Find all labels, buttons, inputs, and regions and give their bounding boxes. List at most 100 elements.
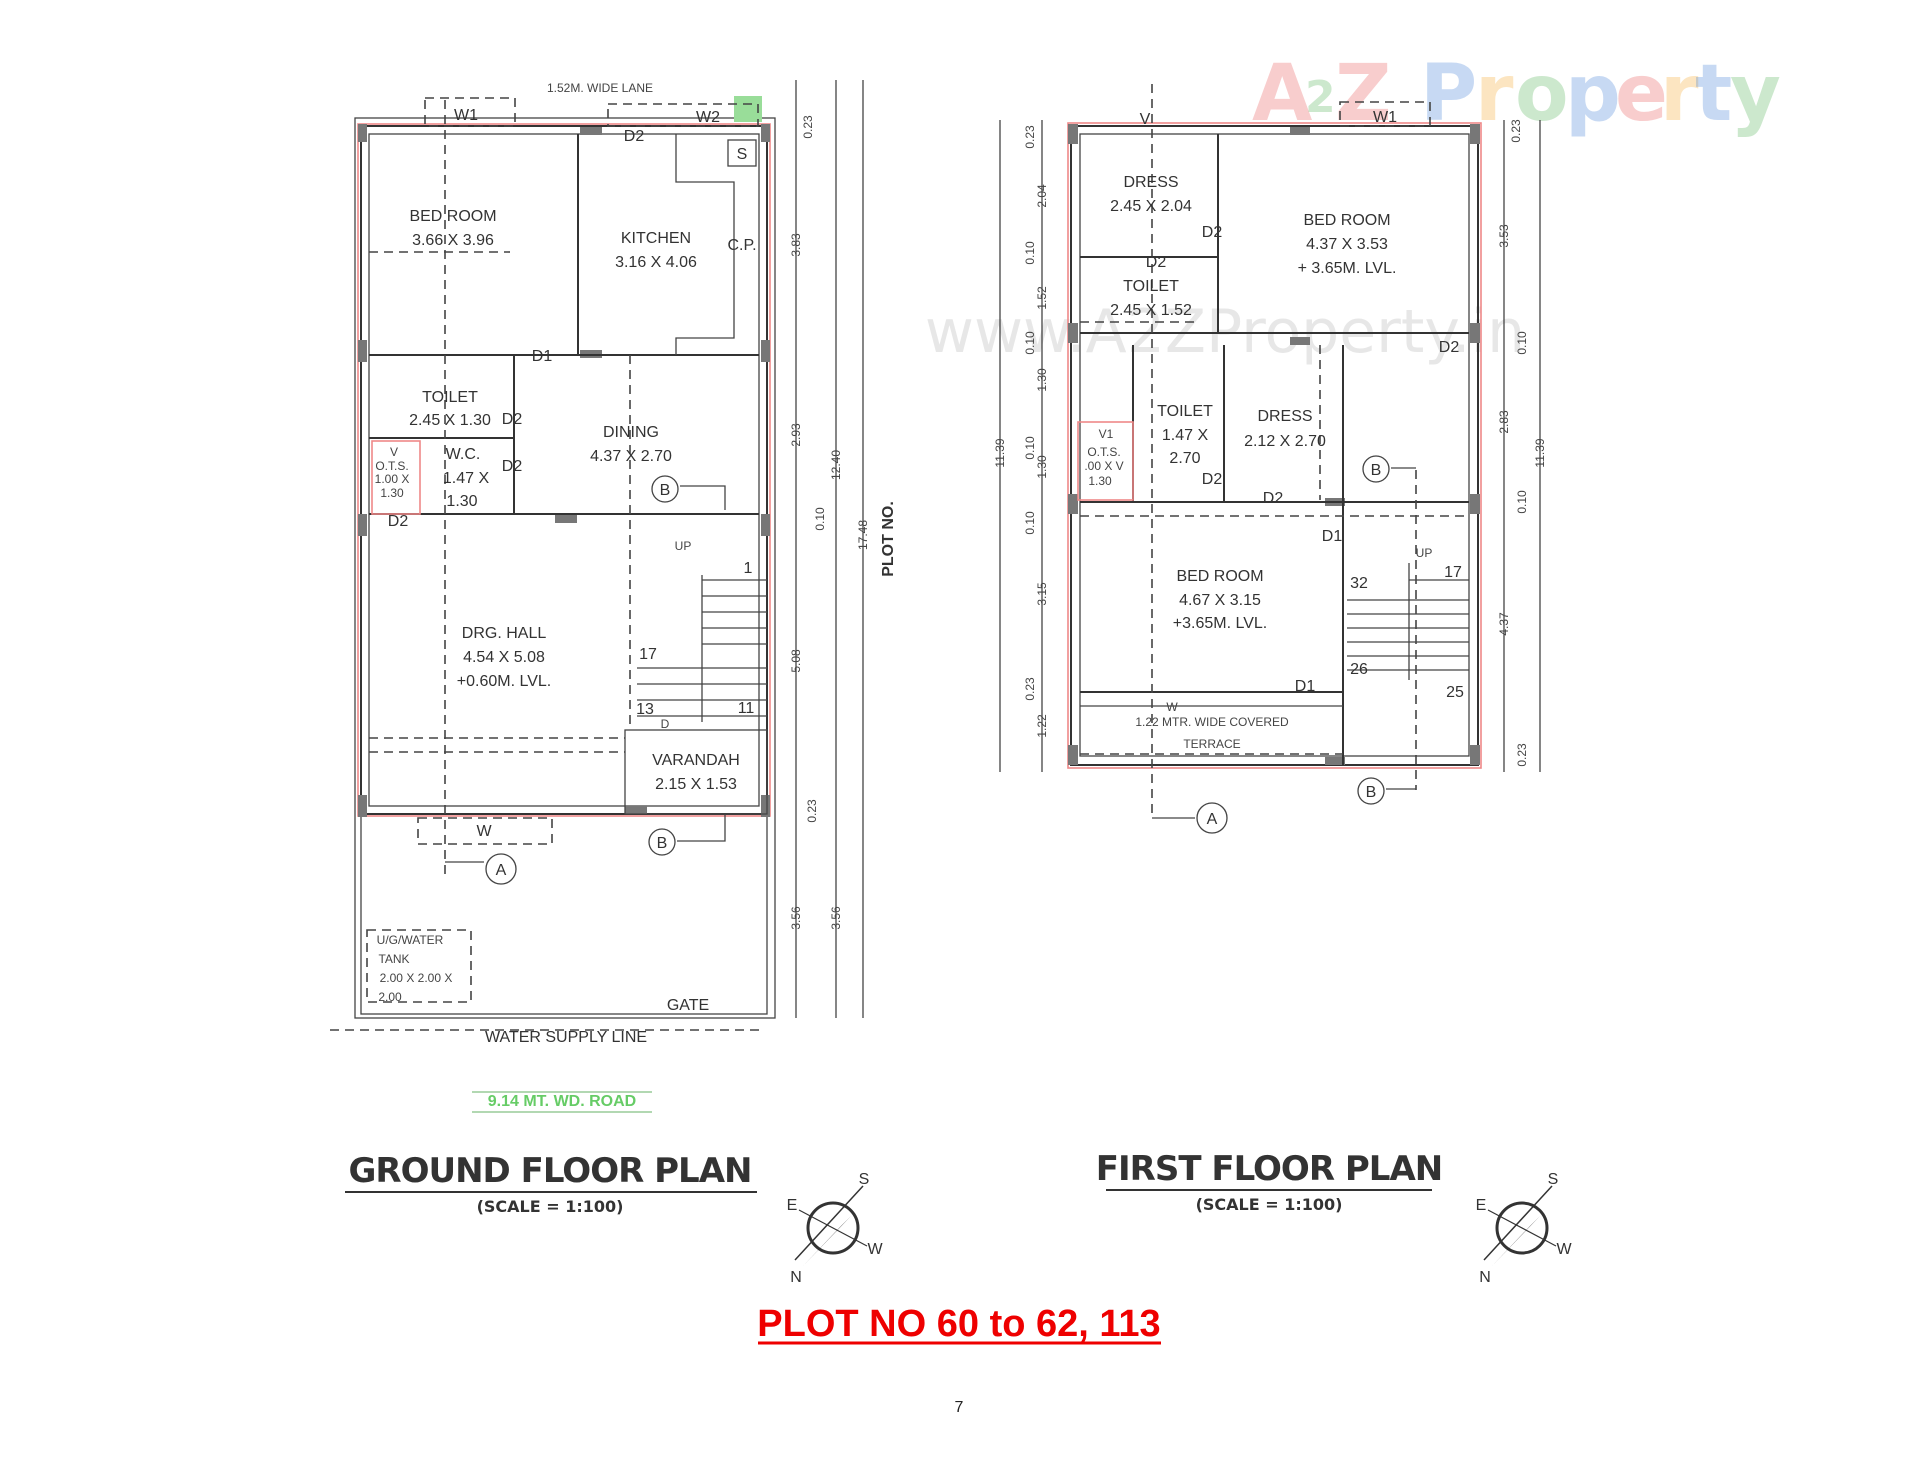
stair-number: 1	[744, 560, 753, 577]
door-d2-bed: D2	[1439, 339, 1460, 356]
door-d2-dress2: D2	[1263, 490, 1284, 507]
ventilator-v1: V1	[1099, 427, 1114, 441]
ground-dims: 0.23 3.83 2.93 0.10 5.08 0.23 3.56 12.40…	[789, 115, 870, 930]
svg-text:t: t	[1695, 49, 1732, 139]
svg-text:11.39: 11.39	[993, 438, 1007, 467]
svg-text:3.56: 3.56	[789, 906, 803, 930]
kitchen-size: 3.16 X 4.06	[615, 254, 697, 271]
svg-text:r: r	[1660, 49, 1699, 139]
wc-size2: 1.30	[446, 493, 477, 510]
svg-text:B: B	[1371, 462, 1382, 479]
bedroom-size: 3.66 X 3.96	[412, 232, 494, 249]
bedroom1-level: + 3.65M. LVL.	[1298, 260, 1397, 277]
stair-number: 17	[1444, 564, 1462, 581]
svg-text:N: N	[1479, 1269, 1491, 1286]
section-mark-b: B	[651, 475, 726, 510]
terrace-line1: 1.22 MTR. WIDE COVERED	[1135, 715, 1289, 729]
first-dims-right: 0.23 3.53 0.10 2.83 0.10 4.37 0.23 11.39	[1497, 119, 1547, 767]
svg-text:A: A	[1252, 49, 1312, 139]
svg-text:0.23: 0.23	[1509, 119, 1523, 143]
kitchen-name: KITCHEN	[621, 230, 691, 247]
svg-text:12.40: 12.40	[829, 450, 843, 480]
svg-text:0.23: 0.23	[801, 115, 815, 139]
svg-text:0.23: 0.23	[1515, 743, 1529, 767]
varandah-size: 2.15 X 1.53	[655, 776, 737, 793]
stair-number: 13	[636, 701, 654, 718]
bedroom-name: BED ROOM	[409, 208, 496, 225]
stair-up-label: UP	[1416, 546, 1433, 560]
sink-label: S	[737, 146, 748, 163]
page-number: 7	[955, 1399, 964, 1416]
svg-text:4.37: 4.37	[1497, 612, 1511, 636]
a2z-logo-watermark: A 2 Z P r o p e r t y	[1252, 49, 1781, 139]
svg-text:5.08: 5.08	[789, 649, 803, 673]
ventilator-v: V	[1140, 111, 1151, 128]
first-floor-scale: (SCALE = 1:100)	[1196, 1195, 1343, 1214]
section-mark-b: B	[648, 814, 726, 856]
first-dims-left: 0.23 2.04 0.10 1.52 0.10 1.30 0.10 1.30 …	[993, 125, 1049, 738]
drg-hall-size: 4.54 X 5.08	[463, 649, 545, 666]
door-d2-ots: D2	[388, 513, 409, 530]
tank-name1: U/G/WATER	[377, 933, 444, 947]
svg-text:2.93: 2.93	[789, 423, 803, 447]
svg-text:2.83: 2.83	[1497, 410, 1511, 434]
section-mark-b: B	[1362, 455, 1416, 483]
water-supply-line-label: WATER SUPPLY LINE	[485, 1029, 647, 1046]
svg-text:0.10: 0.10	[1023, 511, 1037, 535]
stair-number: 17	[639, 646, 657, 663]
svg-text:1.30: 1.30	[1035, 368, 1049, 392]
svg-text:0.10: 0.10	[1515, 331, 1529, 355]
svg-text:0.10: 0.10	[813, 507, 827, 531]
svg-text:B: B	[1366, 784, 1377, 801]
svg-text:y: y	[1730, 49, 1781, 139]
svg-text:E: E	[1476, 1197, 1487, 1214]
dress2-name: DRESS	[1257, 408, 1312, 425]
toilet2-size2: 2.70	[1169, 450, 1200, 467]
cp-label: C.P.	[727, 237, 756, 254]
svg-text:3.83: 3.83	[789, 233, 803, 257]
section-mark-b: B	[1357, 777, 1416, 805]
stair-up-label: UP	[675, 539, 692, 553]
ots-name: O.T.S.	[1087, 445, 1120, 459]
first-stairs	[1347, 563, 1469, 680]
svg-text:1.30: 1.30	[1035, 455, 1049, 479]
svg-text:B: B	[657, 835, 668, 852]
road-label: 9.14 MT. WD. ROAD	[488, 1093, 636, 1110]
stair-number: 32	[1350, 575, 1368, 592]
toilet2-size1: 1.47 X	[1162, 427, 1209, 444]
compass-icon: S E W N	[787, 1171, 884, 1286]
bedroom2-size: 4.67 X 3.15	[1179, 592, 1261, 609]
toilet-name: TOILET	[422, 389, 478, 406]
door-d2-toilet2: D2	[1202, 471, 1223, 488]
svg-text:1.22: 1.22	[1035, 714, 1049, 738]
ots-size2: 1.30	[380, 486, 404, 500]
door-d2-wc: D2	[502, 458, 523, 475]
window-w: W	[1166, 700, 1178, 714]
toilet1-size: 2.45 X 1.52	[1110, 302, 1192, 319]
svg-text:B: B	[660, 482, 671, 499]
plot-heading: PLOT NO 60 to 62, 113	[757, 1303, 1160, 1345]
drg-hall-level: +0.60M. LVL.	[457, 673, 551, 690]
svg-text:0.10: 0.10	[1023, 436, 1037, 460]
window-w2: W2	[696, 109, 720, 126]
svg-text:S: S	[859, 1171, 870, 1188]
svg-text:A: A	[1207, 811, 1218, 828]
svg-text:W: W	[867, 1241, 883, 1258]
door-d2-kitchen: D2	[624, 128, 645, 145]
svg-text:0.23: 0.23	[1023, 677, 1037, 701]
bedroom1-name: BED ROOM	[1303, 212, 1390, 229]
svg-text:W: W	[1556, 1241, 1572, 1258]
door-d1: D1	[532, 348, 553, 365]
stair-number: 25	[1446, 684, 1464, 701]
svg-text:0.10: 0.10	[1515, 490, 1529, 514]
svg-text:2.04: 2.04	[1035, 184, 1049, 208]
svg-text:S: S	[1548, 1171, 1559, 1188]
svg-text:e: e	[1615, 49, 1668, 139]
door-d2-toilet: D2	[1146, 254, 1167, 271]
svg-text:3.53: 3.53	[1497, 224, 1511, 248]
svg-text:11.39: 11.39	[1533, 438, 1547, 467]
svg-text:A: A	[496, 862, 507, 879]
door-d: D	[661, 717, 670, 731]
svg-text:o: o	[1515, 49, 1569, 139]
